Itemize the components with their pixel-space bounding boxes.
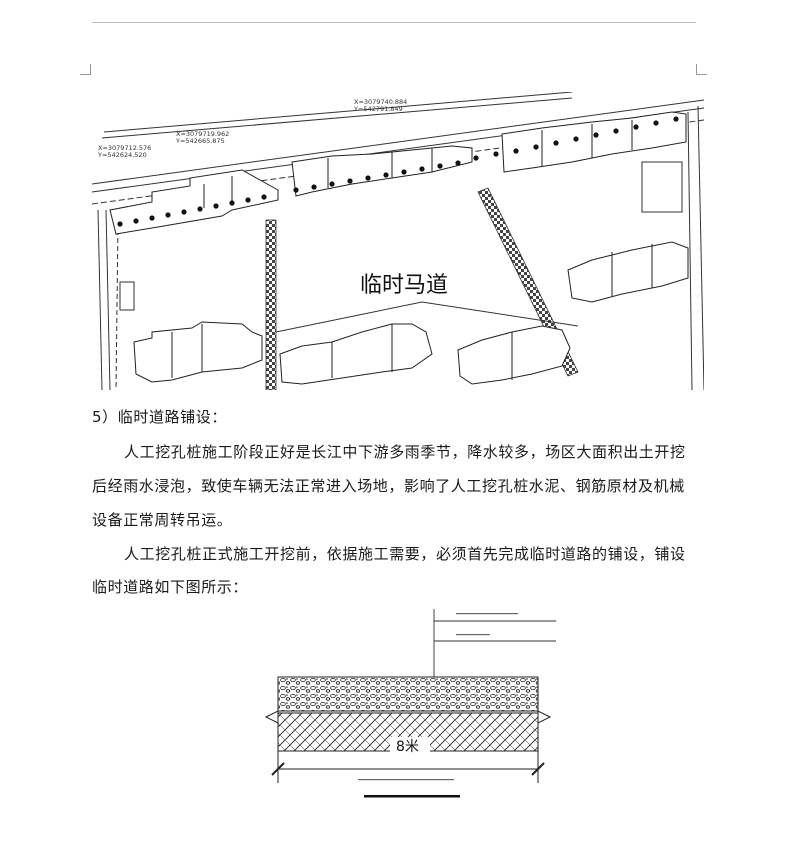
gravel-layer (277, 676, 539, 712)
paragraph-1-line-2: 后经雨水浸泡，致使车辆无法正常进入场地，影响了人工挖孔桩水泥、钢筋原材及机械 (92, 477, 685, 495)
pile-dots (117, 116, 679, 227)
road-section-diagram: 8米 (264, 609, 556, 798)
paragraph-1-line-3: 设备正常周转吊运。 (92, 511, 233, 529)
crop-mark-left (80, 64, 91, 75)
coord-label-1b: Y=542791.849 (353, 105, 403, 113)
left-boundary (97, 209, 135, 390)
caption-line (358, 779, 454, 781)
leader-label-lines (456, 613, 518, 636)
right-boundary (641, 105, 704, 390)
coord-label-2: X=3079719.962 (176, 130, 229, 138)
coord-label-3b: Y=542624.520 (97, 151, 147, 159)
section-heading: 5）临时道路铺设： (92, 408, 227, 426)
dimension-line (271, 751, 545, 783)
leader-lines (433, 609, 556, 677)
road-width-label: 8米 (396, 739, 419, 755)
caption-underline (364, 795, 460, 798)
coord-label-2b: Y=542665.875 (175, 137, 225, 145)
coord-label-1: X=3079740.884 (354, 98, 407, 106)
buildings-bottom (133, 241, 689, 385)
paragraph-1-line-1: 人工挖孔桩施工阶段正好是长江中下游多雨季节，降水较多，场区大面积出土开挖 (124, 443, 686, 461)
crop-mark-right (696, 64, 707, 75)
coord-label-3: X=3079712.576 (98, 144, 151, 152)
paragraph-2-line-2: 临时道路如下图所示： (92, 578, 249, 596)
site-plan-drawing: X=3079740.884 Y=542791.849 X=3079719.962… (92, 92, 704, 390)
paragraph-2-line-1: 人工挖孔桩正式施工开挖前，依据施工需要，必须首先完成临时道路的铺设，铺设 (124, 545, 686, 563)
header-rule (92, 22, 696, 23)
road-label: 临时马道 (360, 273, 448, 298)
